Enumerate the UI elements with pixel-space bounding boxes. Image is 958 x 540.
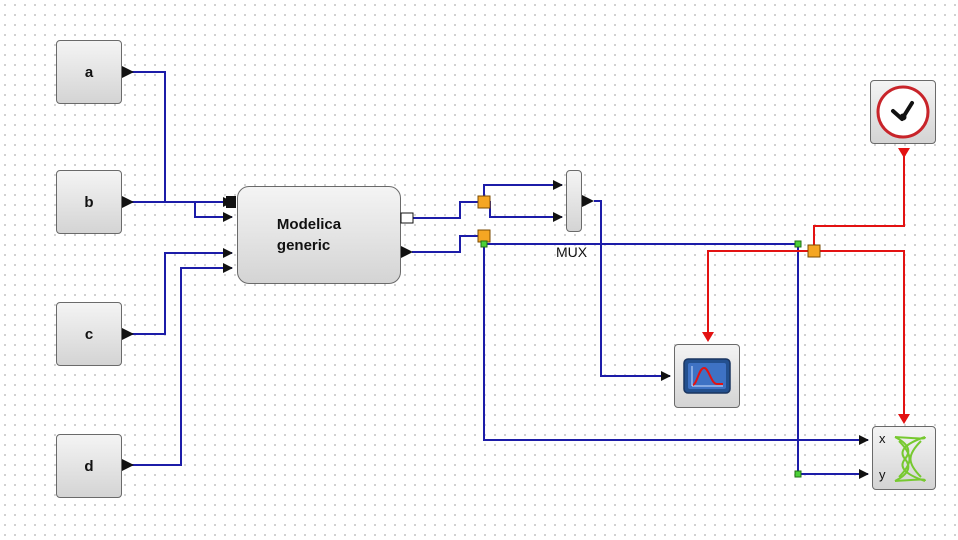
modelica-output-port-2 [401, 246, 413, 258]
link-split1-to-mux-in2 [484, 201, 563, 222]
event-link-split-to-scope [707, 250, 814, 338]
link-handle-0 [480, 240, 488, 248]
link-a-to-modelica [122, 71, 233, 207]
input-output-port-0 [122, 66, 134, 78]
mux-block[interactable] [566, 170, 582, 232]
link-handle-2 [794, 470, 802, 478]
link-b-to-modelica [122, 201, 233, 222]
link-c-to-modelica [122, 248, 233, 335]
mux-label: MUX [556, 244, 588, 260]
xy-scope-event-input-port [898, 414, 910, 424]
lissajous-icon [894, 436, 926, 482]
clock-block[interactable] [870, 80, 936, 144]
input-block-b-label: b [84, 193, 94, 211]
input-output-port-1 [122, 196, 134, 208]
input-block-d[interactable]: d [56, 434, 122, 498]
xy-scope-x-label: x [879, 431, 886, 446]
modelica-output-port-1 [400, 212, 414, 224]
link-split1-to-mux-in1 [483, 180, 563, 202]
input-block-c[interactable]: c [56, 302, 122, 366]
split-point-2 [807, 244, 821, 258]
input-block-a-label: a [84, 63, 94, 81]
input-output-port-2 [122, 328, 134, 340]
link-modelica-out2-to-split [412, 235, 484, 253]
link-modelica-out1-to-split [412, 201, 484, 219]
clock-icon [876, 85, 930, 139]
mux-output-port [582, 195, 594, 207]
link-split2-to-xy-y [483, 236, 869, 479]
link-d-to-modelica [122, 263, 233, 466]
modelica-generic-block[interactable]: Modelica generic [237, 186, 401, 284]
scope-icon [683, 358, 731, 394]
modelica-block-line2: generic [276, 237, 331, 254]
link-split2-to-xy-x [483, 236, 869, 445]
scope-event-input-port [702, 332, 714, 342]
link-handle-1 [794, 240, 802, 248]
split-point-1 [477, 229, 491, 243]
modelica-input-port-1 [226, 196, 236, 208]
link-mux-to-scope [594, 200, 671, 381]
event-link-split-to-xy [814, 250, 905, 420]
scope-block[interactable] [674, 344, 740, 408]
event-link-clock-to-split [813, 148, 905, 251]
modelica-block-text: Modelica generic [277, 214, 341, 256]
input-block-c-label: c [84, 325, 94, 343]
input-output-port-3 [122, 459, 134, 471]
input-block-a[interactable]: a [56, 40, 122, 104]
split-point-0 [477, 195, 491, 209]
xy-scope-y-label: y [879, 467, 886, 482]
input-block-b[interactable]: b [56, 170, 122, 234]
modelica-block-line1: Modelica [276, 216, 342, 233]
input-block-d-label: d [84, 457, 94, 475]
clock-event-output-port [898, 148, 910, 158]
xy-scope-block[interactable]: x y [872, 426, 936, 490]
